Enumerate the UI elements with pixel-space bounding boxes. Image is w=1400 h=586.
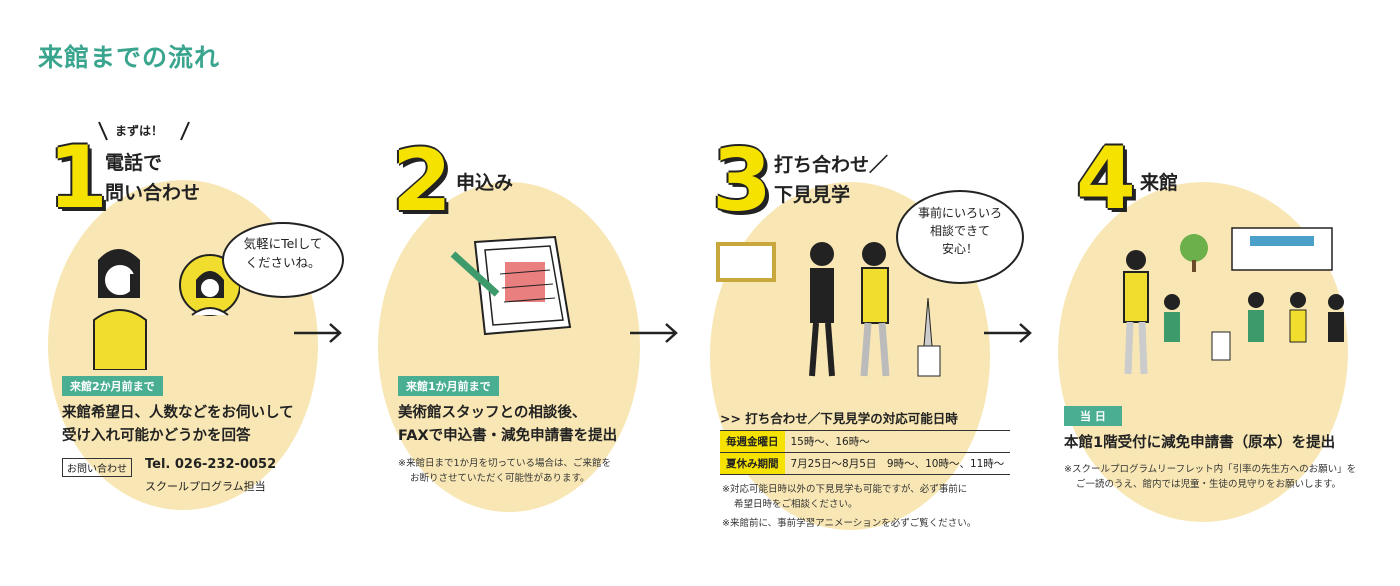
schedule-table: 毎週金曜日 15時〜、16時〜 夏休み期間 7月25日〜8月5日 9時〜、10時… [720, 430, 1011, 475]
step2-number: 2 [392, 131, 452, 231]
contact-department: スクールプログラム担当 [145, 480, 266, 493]
step3-note-line1: ※対応可能日時以外の下見見学も可能ですが、必ず事前に [722, 484, 968, 495]
schedule-row: 夏休み期間 7月25日〜8月5日 9時〜、10時〜、11時〜 [720, 452, 1011, 475]
arrow-icon [984, 323, 1032, 343]
step4-heading: 来館 [1140, 172, 1179, 194]
step1-bubble-line1: 気軽にTelして [243, 236, 323, 251]
step1-number: 1 [48, 128, 108, 228]
schedule-row2-value: 7月25日〜8月5日 9時〜、10時〜、11時〜 [784, 452, 1011, 475]
schedule-row2-label: 夏休み期間 [720, 452, 785, 475]
step2-note-line2: お断りさせていただく可能性があります。 [410, 473, 590, 484]
step2-main-line1: 美術館スタッフとの相談後、 [398, 405, 587, 421]
step2-background [378, 182, 640, 512]
step2-main-line2: FAXで申込書・減免申請書を提出 [398, 428, 618, 444]
schedule-row: 毎週金曜日 15時〜、16時〜 [720, 430, 1011, 453]
museum-visit-illustration [716, 242, 941, 377]
step1-heading-line1: 電話で [105, 152, 163, 174]
step3-bubble-line3: 安心！ [941, 242, 978, 256]
step3-bubble-line1: 事前にいろいろ [917, 206, 1002, 220]
page-title: 来館までの流れ [38, 43, 221, 72]
contact-label: お問い合わせ [62, 458, 132, 477]
contact-tel[interactable]: Tel. 026-232-0052 [145, 457, 277, 472]
arrow-icon [630, 323, 678, 343]
step3-number: 3 [712, 131, 772, 231]
step4-note-line1: ※スクールプログラムリーフレット内「引率の先生方へのお願い」を [1064, 464, 1357, 475]
step4-main-line1: 本館1階受付に減免申請書（原本）を提出 [1064, 435, 1336, 451]
step4-number: 4 [1076, 129, 1136, 229]
museum-group-illustration [1123, 227, 1344, 375]
step1-timing-tag: 来館2か月前まで [62, 376, 163, 396]
schedule-title: >> 打ち合わせ／下見見学の対応可能日時 [720, 411, 958, 426]
step3-heading-line2: 下見見学 [774, 184, 851, 206]
step1-kicker: まずは！ [115, 124, 164, 138]
step1-bubble-line2: くださいね。 [245, 255, 321, 270]
step2-heading: 申込み [456, 172, 514, 194]
step2-timing-tag: 来館1か月前まで [398, 376, 499, 396]
step4-note-line2: ご一読のうえ、館内では児童・生徒の見守りをお願いします。 [1076, 479, 1342, 490]
step3-note-line2: 希望日時をご相談ください。 [734, 499, 858, 510]
arrow-icon [294, 323, 342, 343]
schedule-row1-label: 毎週金曜日 [720, 430, 785, 453]
application-form-illustration [450, 235, 572, 336]
step1-speech-bubble: 気軽にTelして くださいね。 [222, 222, 344, 298]
step4-timing-tag: 当 日 [1064, 406, 1122, 426]
step3-speech-bubble: 事前にいろいろ 相談できて 安心！ [896, 190, 1024, 284]
schedule-row1-value: 15時〜、16時〜 [784, 430, 1011, 453]
kicker-lines-icon [98, 121, 190, 141]
step1-main-line2: 受け入れ可能かどうかを回答 [62, 428, 251, 444]
step3-bubble-line2: 相談できて [929, 224, 990, 238]
step3-heading-line1: 打ち合わせ／ [774, 154, 889, 176]
step3-note-line3: ※来館前に、事前学習アニメーションを必ずご覧ください。 [722, 518, 977, 529]
phone-call-illustration [93, 249, 240, 370]
step2-note-line1: ※来館日まで1か月を切っている場合は、ご来館を [398, 458, 612, 469]
step1-main-line1: 来館希望日、人数などをお伺いして [62, 405, 294, 421]
step1-heading-line2: 問い合わせ [105, 182, 201, 204]
